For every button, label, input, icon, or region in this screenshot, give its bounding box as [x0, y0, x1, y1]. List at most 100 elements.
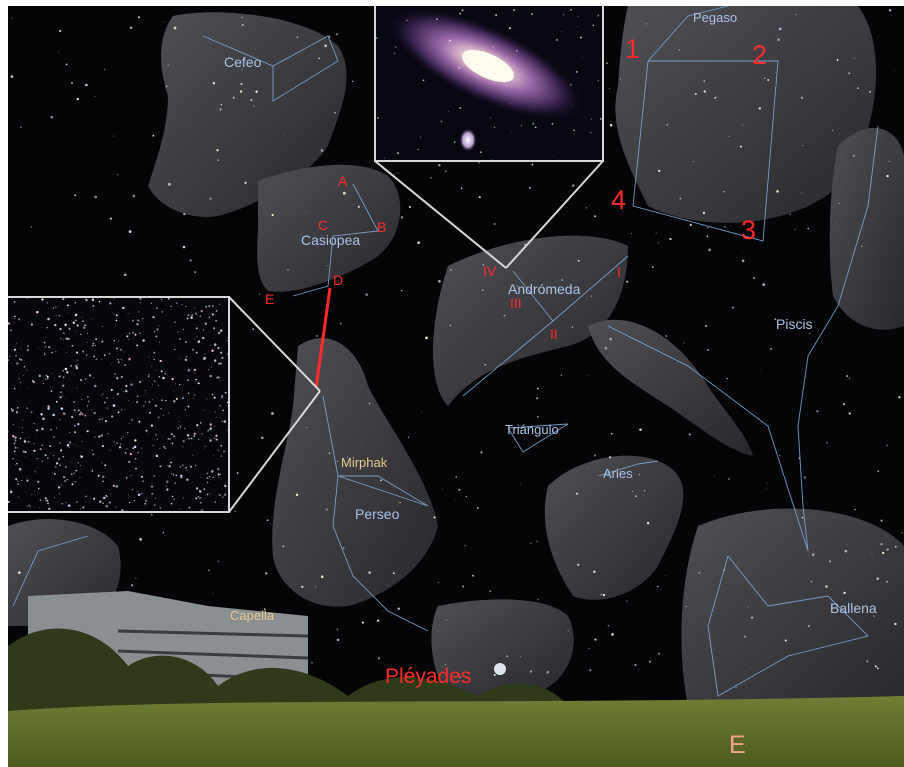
star [137, 345, 139, 347]
star [59, 376, 61, 378]
star [378, 657, 380, 659]
star [101, 418, 103, 420]
star [185, 409, 186, 410]
star [609, 456, 611, 458]
star [220, 474, 221, 475]
star [59, 493, 60, 494]
star [66, 63, 68, 65]
star [76, 459, 77, 460]
label-mirphak: Mirphak [341, 455, 387, 470]
star [101, 395, 102, 396]
star [222, 497, 223, 498]
star [192, 455, 193, 456]
star [598, 15, 600, 17]
star [684, 343, 685, 344]
star [51, 352, 53, 354]
star [119, 446, 121, 448]
star [174, 27, 177, 30]
star [213, 456, 214, 457]
star [635, 664, 637, 666]
star [536, 397, 538, 399]
star [18, 571, 21, 574]
star [103, 472, 104, 473]
star [11, 17, 12, 18]
star [96, 359, 98, 361]
star [200, 316, 201, 317]
star [34, 491, 35, 492]
star [189, 259, 191, 261]
star [54, 473, 56, 475]
star [531, 13, 533, 15]
star [809, 333, 810, 334]
star [148, 376, 150, 378]
star [466, 496, 467, 497]
star [87, 342, 88, 343]
star [85, 378, 87, 380]
star [125, 452, 126, 453]
star [136, 323, 138, 325]
star [186, 416, 187, 417]
star [166, 86, 168, 88]
star [455, 476, 457, 478]
star [93, 498, 95, 500]
star [104, 354, 106, 356]
star [766, 489, 767, 490]
star [21, 480, 22, 481]
star [128, 313, 129, 314]
star [66, 502, 67, 503]
star [779, 28, 782, 31]
star [51, 116, 53, 118]
star [42, 445, 43, 446]
star [196, 424, 198, 426]
star [85, 84, 88, 87]
star [87, 405, 88, 406]
star [894, 70, 895, 71]
star [188, 392, 190, 394]
star [185, 341, 187, 343]
star [240, 311, 241, 312]
satellite-galaxy [459, 128, 477, 152]
star [847, 544, 848, 545]
star [59, 328, 61, 330]
star [187, 470, 188, 471]
star [588, 468, 589, 469]
star [14, 318, 15, 319]
star [120, 443, 122, 445]
star [190, 316, 192, 318]
star [221, 455, 222, 456]
star [94, 96, 95, 97]
star [165, 400, 166, 401]
star [52, 374, 53, 375]
star [837, 59, 839, 61]
star [556, 39, 558, 41]
star [876, 577, 879, 580]
star [176, 302, 178, 304]
star [166, 486, 167, 487]
star [438, 164, 440, 166]
star [306, 212, 307, 213]
star [126, 510, 127, 511]
star [126, 478, 127, 479]
star [128, 461, 131, 464]
label-piscis: Piscis [776, 316, 813, 332]
star [779, 455, 780, 456]
star [137, 319, 139, 321]
star [79, 414, 81, 416]
star [54, 380, 55, 381]
star [80, 465, 81, 466]
star [218, 332, 220, 334]
star [167, 465, 168, 466]
star [220, 363, 222, 365]
star [649, 661, 651, 663]
star [15, 355, 17, 357]
star [187, 379, 189, 381]
star [87, 333, 88, 334]
star [60, 449, 62, 451]
star [358, 206, 360, 208]
star [72, 345, 74, 347]
star [131, 584, 133, 586]
star [689, 433, 691, 435]
star [46, 375, 47, 376]
star [21, 359, 23, 361]
star [56, 417, 57, 418]
